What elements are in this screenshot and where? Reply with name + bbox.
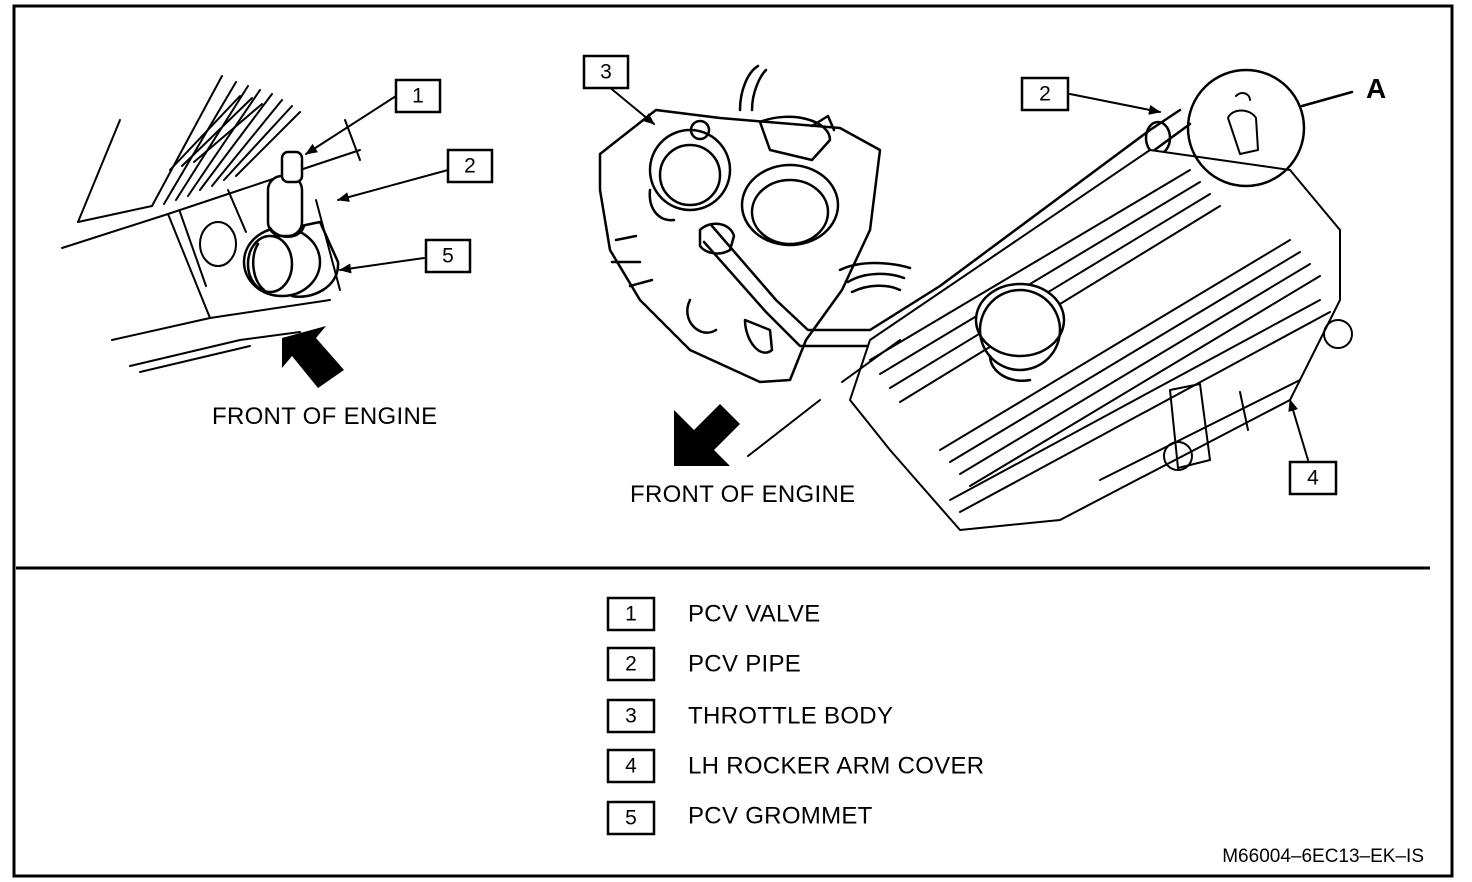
svg-text:5: 5 [442,245,454,268]
svg-text:3: 3 [625,705,637,728]
rocker-arm-cover [747,149,1353,531]
callout-2-right: 2 [1020,76,1070,112]
svg-text:2: 2 [625,653,637,676]
svg-text:2: 2 [464,155,476,178]
svg-text:PCV VALVE: PCV VALVE [688,601,821,628]
svg-text:3: 3 [600,61,612,84]
svg-text:1: 1 [625,603,637,626]
legend-item: 2 PCV PIPE [606,646,801,682]
svg-text:PCV PIPE: PCV PIPE [688,651,801,678]
left-front-caption: FRONT OF ENGINE [212,403,437,430]
left-engine-view: 1 2 5 FRONT OF ENGINE [61,75,494,430]
svg-text:1: 1 [412,85,424,108]
diagram-border [12,4,1454,878]
detail-a-label: A [1366,73,1386,104]
legend-item: 3 THROTTLE BODY [606,698,893,734]
svg-text:2: 2 [1039,83,1051,106]
front-arrow-icon [674,404,740,466]
callout-5-left: 5 [424,238,472,274]
legend-item: 1 PCV VALVE [606,596,821,632]
right-engine-view: A 3 2 4 FRONT OF ENGINE [582,54,1386,531]
svg-text:PCV GROMMET: PCV GROMMET [688,803,873,830]
callout-1-left: 1 [394,78,442,114]
svg-text:4: 4 [1307,467,1319,490]
svg-text:4: 4 [625,755,637,778]
legend-item: 4 LH ROCKER ARM COVER [606,748,984,784]
svg-text:THROTTLE BODY: THROTTLE BODY [688,703,893,730]
throttle-body [598,64,912,384]
front-arrow-icon [282,326,344,388]
callout-2-left: 2 [446,148,494,184]
legend-item: 5 PCV GROMMET [606,800,873,836]
svg-text:LH ROCKER ARM COVER: LH ROCKER ARM COVER [688,753,984,780]
callout-3-right: 3 [582,54,630,90]
legend: 1 PCV VALVE 2 PCV PIPE 3 THROTTLE BODY 4… [606,596,984,836]
svg-text:5: 5 [625,807,637,830]
right-front-caption: FRONT OF ENGINE [630,481,855,508]
figure-code: M66004–6EC13–EK–IS [1222,846,1424,867]
callout-4-right: 4 [1288,460,1338,496]
oil-filler-cap [974,282,1066,383]
